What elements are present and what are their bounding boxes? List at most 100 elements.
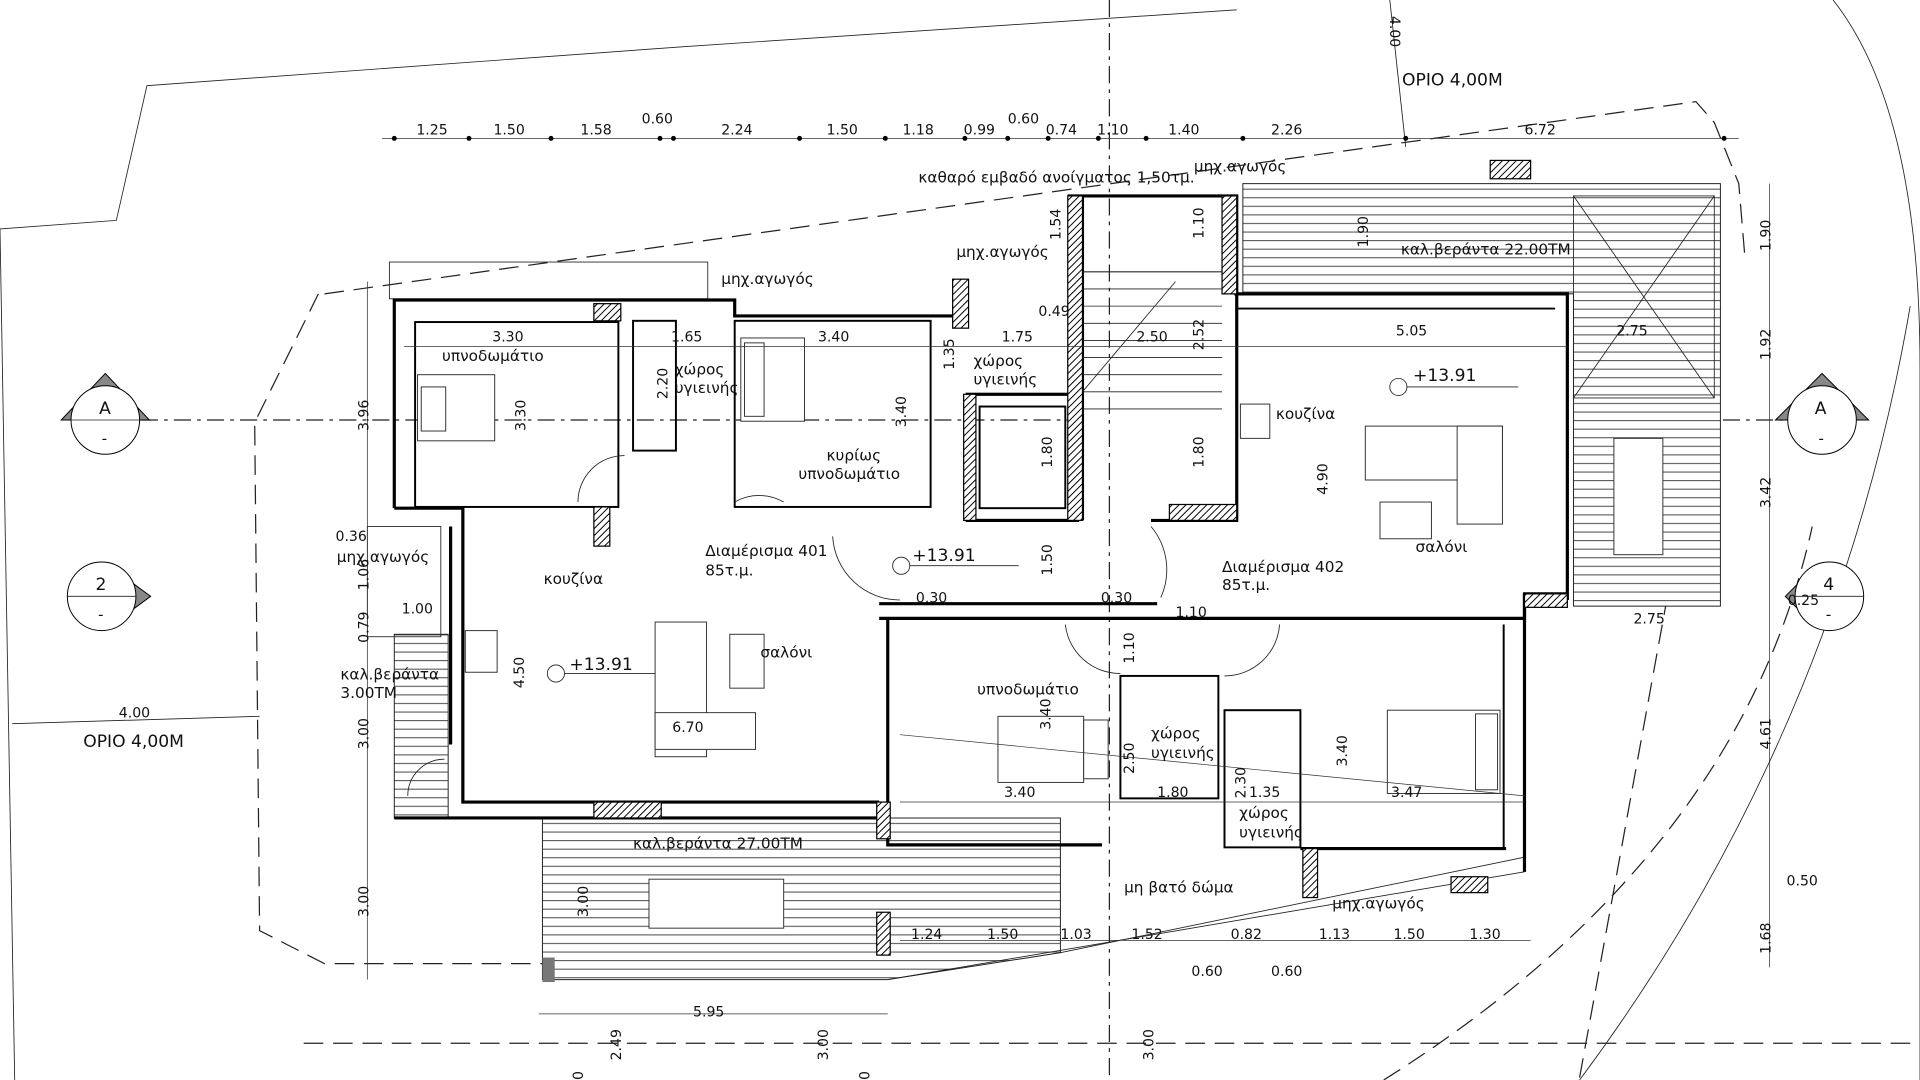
room-bedroom: υπνοδωμάτιο — [977, 680, 1079, 698]
dimension-label: 3.40 — [1335, 735, 1351, 766]
dimension-label: 1.30 — [1469, 927, 1500, 943]
setback-limit-label: ΟΡΙΟ 4,00Μ — [83, 732, 184, 752]
dimension-label: 4.50 — [512, 657, 528, 688]
dimension-label: 0.60 — [1271, 964, 1302, 980]
room-kitchen: κουζίνα — [1276, 405, 1335, 423]
furniture — [407, 337, 1664, 929]
dimension-label: 0.60 — [1191, 964, 1222, 980]
dimension-label: 3.30 — [513, 400, 529, 431]
room-wc: υγιεινής — [973, 370, 1037, 388]
dimension-label: 1.50 — [827, 123, 858, 139]
room-wc: χώρος — [973, 352, 1023, 370]
room-wc: χώρος — [1151, 724, 1201, 742]
dimension-label: 5.05 — [1396, 324, 1427, 340]
room-wc: υγιεινής — [1239, 824, 1303, 842]
side-dimensions: 3.96 0.36 1.06 1.00 0.79 3.00 3.00 3.00 … — [119, 16, 1818, 1080]
dimension-label: 3.30 — [492, 330, 523, 346]
dimension-label: 1.24 — [911, 927, 942, 943]
dimension-label: 0.36 — [336, 529, 367, 545]
room-bedroom: υπνοδωμάτιο — [442, 347, 544, 365]
dimension-label: 1.80 — [1040, 436, 1056, 467]
staircase — [1082, 271, 1223, 410]
elevation-number: 4 — [1823, 575, 1834, 595]
dimension-label: 0 — [571, 1071, 587, 1080]
apartment-402: Διαμέρισμα 402 — [1222, 558, 1344, 576]
dimension-label: 0.74 — [1046, 123, 1077, 139]
dimension-label: 1.10 — [1122, 632, 1138, 663]
dimension-label: 0.30 — [916, 590, 947, 606]
dimension-label: 3.40 — [1004, 785, 1035, 801]
room-wc: χώρος — [1239, 804, 1289, 822]
dimension-label: 0.60 — [1008, 112, 1039, 128]
dimension-label: 4.61 — [1759, 718, 1775, 749]
dimension-label: 1.40 — [1168, 123, 1199, 139]
dimension-label: 2.49 — [609, 1029, 625, 1060]
dimension-label: 1.50 — [1040, 544, 1056, 575]
duct-label: μηχ.αγωγός — [1194, 157, 1286, 175]
annotations: καθαρό εμβαδό ανοίγματος 1,50τμ. μηχ.αγω… — [83, 71, 1570, 913]
dimension-label: 1.80 — [1192, 436, 1208, 467]
dimension-label: 0.82 — [1231, 927, 1262, 943]
dimension-label: 3.00 — [1141, 1029, 1157, 1060]
dimension-label: 1.68 — [1759, 923, 1775, 954]
room-living: σαλόνι — [1416, 538, 1468, 556]
dimension-label: 1.03 — [1060, 927, 1091, 943]
dimension-label: 3.47 — [1391, 785, 1422, 801]
dimension-label: 4.90 — [1315, 463, 1331, 494]
dimension-label: 2.20 — [655, 368, 671, 399]
dimension-label: 2.52 — [1192, 319, 1208, 350]
elevation-sheet: - — [98, 606, 104, 624]
dimension-label: 0.30 — [1101, 590, 1132, 606]
dimension-label: 1.13 — [1319, 927, 1350, 943]
setback-limit-label: ΟΡΙΟ 4,00Μ — [1402, 71, 1503, 91]
dimension-label: 3.00 — [357, 718, 373, 749]
section-sheet: - — [102, 429, 108, 447]
dimension-label: 1.35 — [1249, 785, 1280, 801]
veranda-area: 3.00ΤΜ — [340, 684, 397, 702]
elevation-marker-4: 4 - — [1784, 561, 1865, 632]
dimension-label: 1.50 — [493, 123, 524, 139]
dimension-label: 0.25 — [1788, 593, 1819, 609]
dimension-label: 3.00 — [576, 886, 592, 917]
dimension-label: 0 — [857, 1071, 873, 1080]
dimension-label: 1.90 — [1356, 216, 1372, 247]
dimension-label: 2.75 — [1633, 611, 1664, 627]
room-master-bedroom: κυρίως — [827, 446, 882, 464]
dimension-label: 1.75 — [1002, 330, 1033, 346]
dimension-label: 0.79 — [357, 611, 373, 642]
section-label: A — [99, 399, 111, 419]
apartment-401: Διαμέρισμα 401 — [705, 542, 827, 560]
dimension-label: 1.50 — [987, 927, 1018, 943]
dimension-label: 2.26 — [1271, 123, 1302, 139]
room-wc: χώρος — [675, 361, 725, 379]
room-wc: υγιεινής — [1151, 744, 1215, 762]
dimension-label: 1.80 — [1157, 785, 1188, 801]
dimension-label: 3.40 — [1039, 698, 1055, 729]
section-label: A — [1815, 399, 1827, 419]
dimension-label: 1.52 — [1131, 927, 1162, 943]
dimension-label: 2.24 — [721, 123, 752, 139]
dimension-label: 3.00 — [816, 1029, 832, 1060]
duct-label: μηχ.αγωγός — [956, 243, 1048, 261]
dimension-label: 1.18 — [902, 123, 933, 139]
dimension-label: 1.90 — [1759, 220, 1775, 251]
dimension-label: 2.75 — [1616, 324, 1647, 340]
dimension-label: 0.60 — [642, 112, 673, 128]
dimension-label: 1.50 — [1393, 927, 1424, 943]
elevation-label: +13.91 — [569, 655, 632, 675]
roof-label: μη βατό δώμα — [1124, 879, 1234, 897]
dimension-label: 1.65 — [671, 330, 702, 346]
section-sheet: - — [1818, 429, 1824, 447]
dimension-label: 1.54 — [1048, 209, 1064, 240]
dimension-label: 0.49 — [1038, 304, 1069, 320]
apartment-area: 85τ.μ. — [1222, 576, 1270, 594]
duct-label: μηχ.αγωγός — [337, 548, 429, 566]
dimension-label: 3.00 — [357, 886, 373, 917]
dimension-label: 6.70 — [672, 720, 703, 736]
room-master-bedroom: υπνοδωμάτιο — [798, 465, 900, 483]
top-dimension-chain: 1.25 1.50 1.58 0.60 2.24 1.50 1.18 0.99 … — [382, 112, 1739, 141]
duct-label: μηχ.αγωγός — [1332, 895, 1424, 913]
dimension-label: 2.50 — [1122, 742, 1138, 773]
